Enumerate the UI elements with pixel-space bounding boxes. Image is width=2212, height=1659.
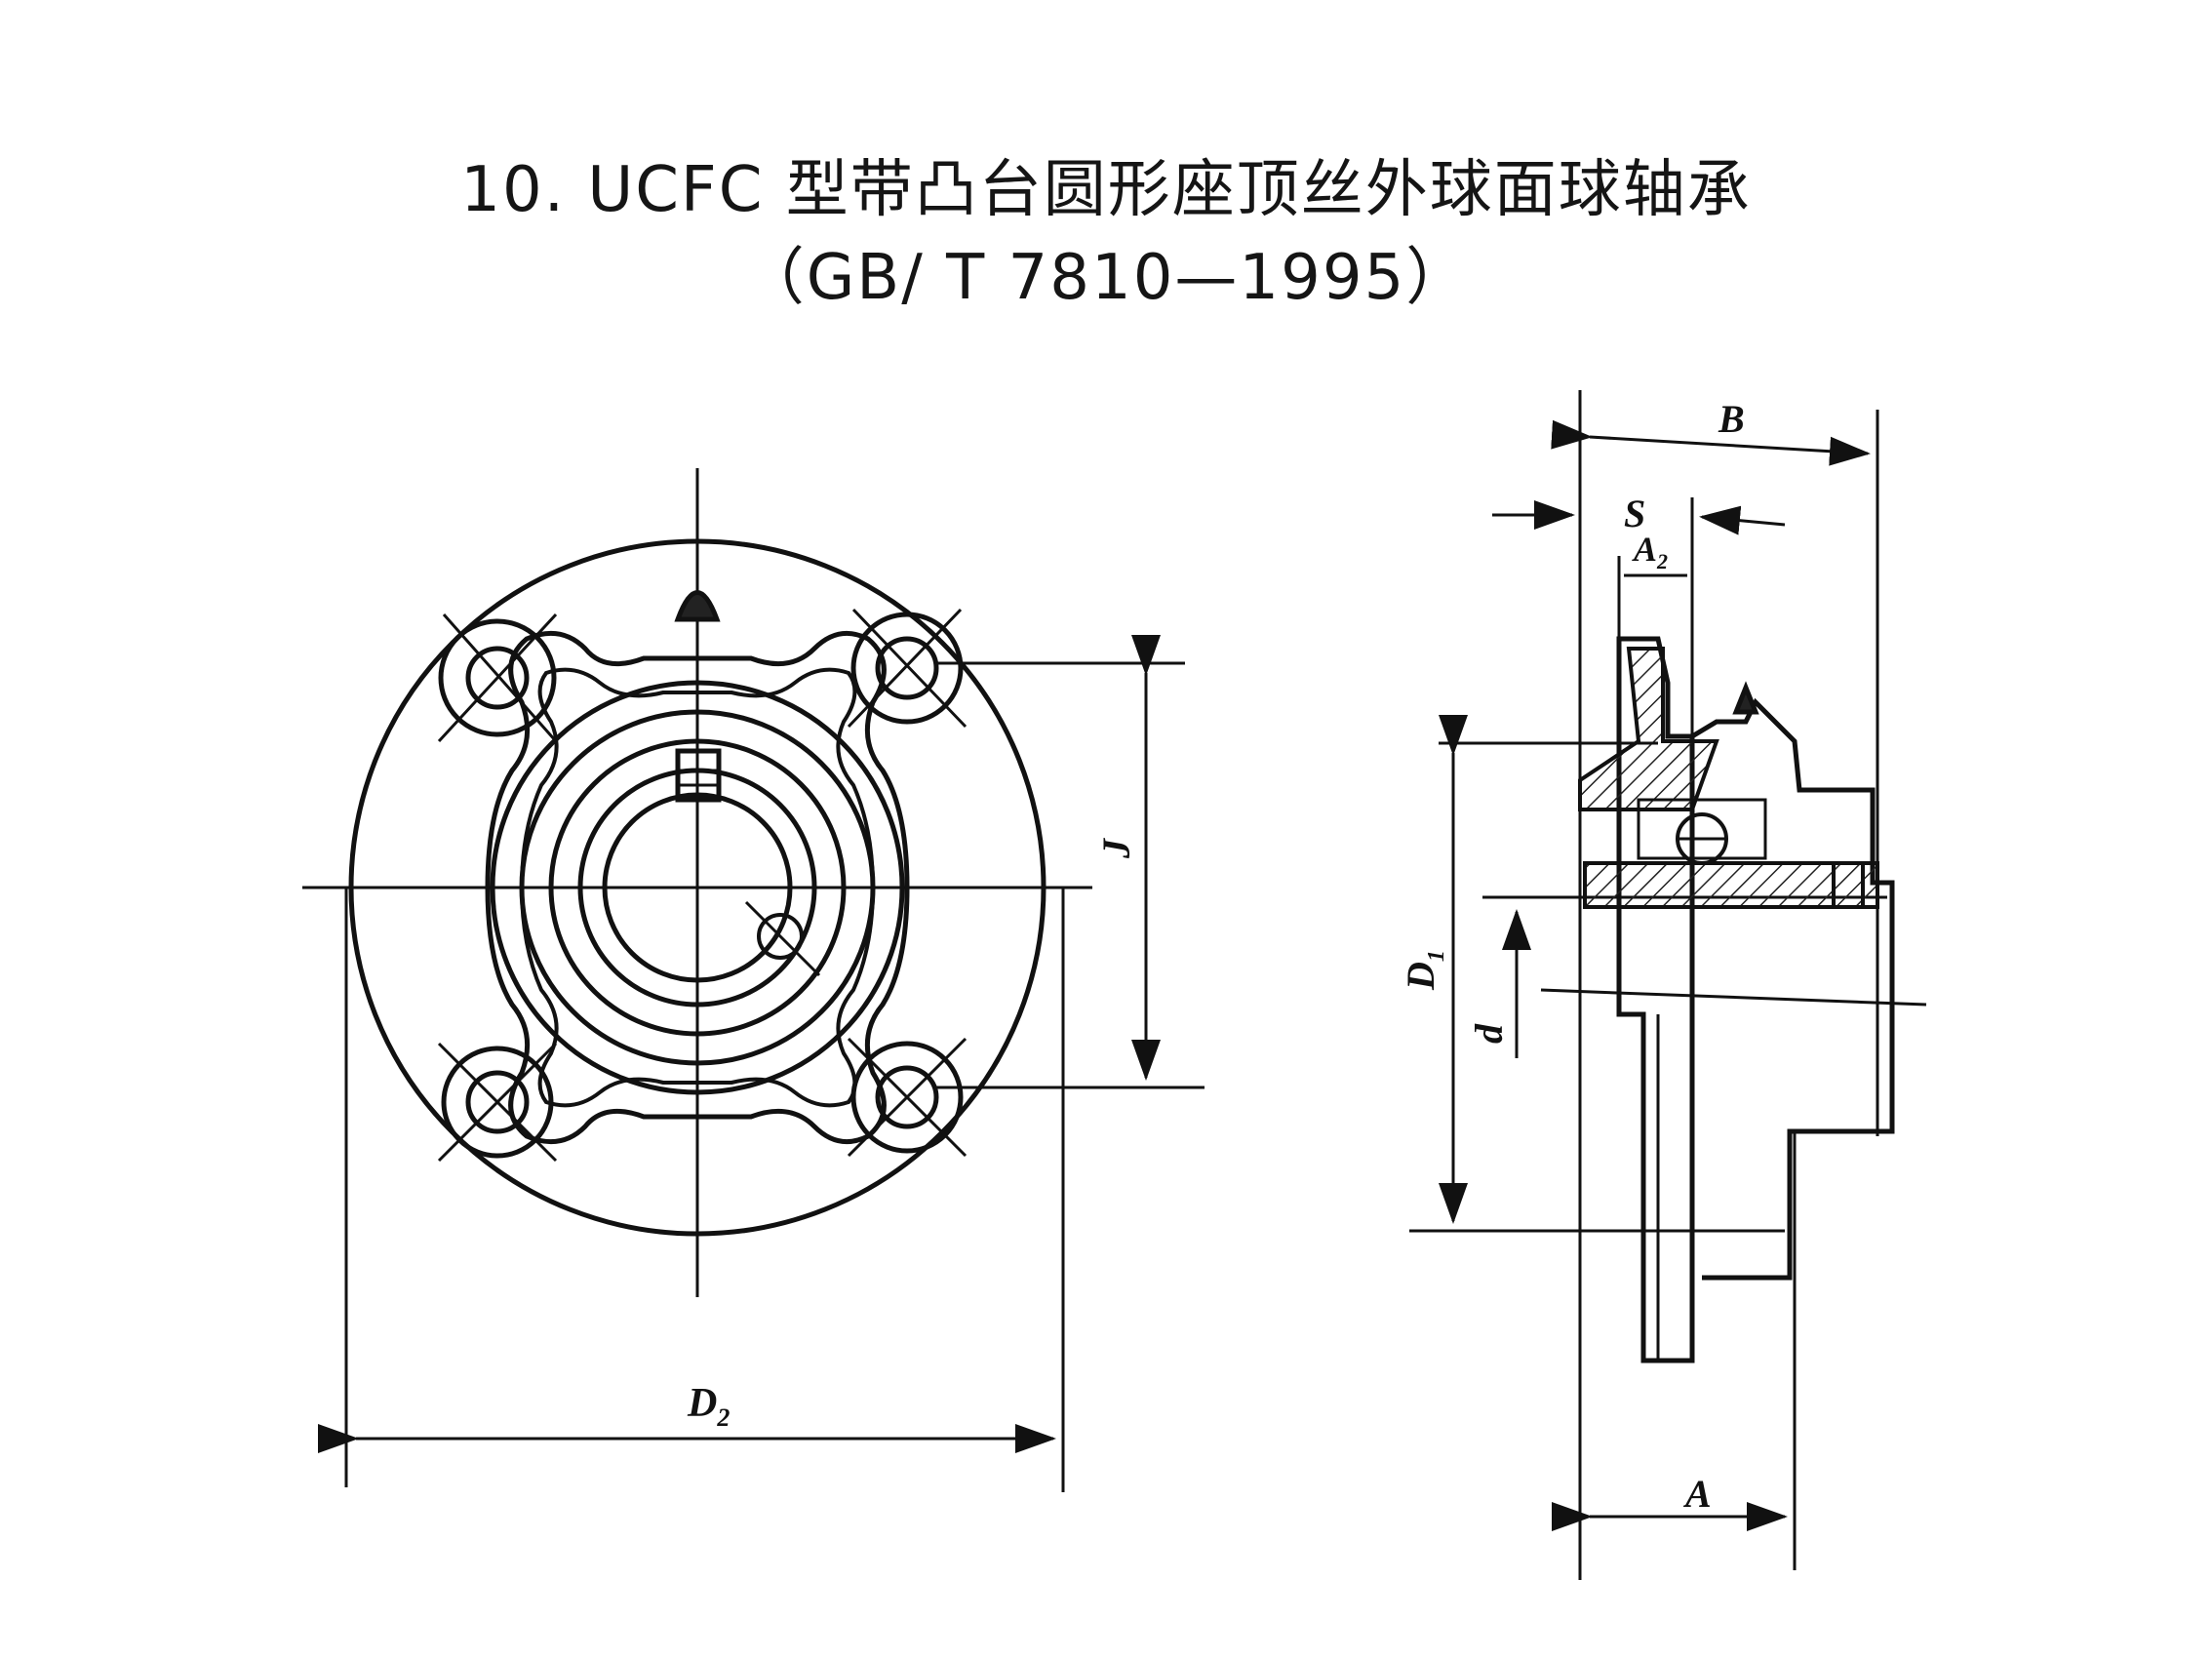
front-view <box>302 468 1205 1492</box>
bolt-hole-bottom-left <box>465 1070 530 1134</box>
bolt-lug-top-right <box>850 612 964 725</box>
bore-circle <box>602 792 793 983</box>
title-block: 10. UCFC 型带凸台圆形座顶丝外球面球轴承 （GB/ T 7810—199… <box>0 146 2212 322</box>
page-title: 10. UCFC 型带凸台圆形座顶丝外球面球轴承 <box>460 154 1752 226</box>
side-view <box>1409 390 1927 1580</box>
dimension-label-B: B <box>1718 397 1745 441</box>
standard-reference: （GB/ T 7810—1995） <box>741 242 1471 314</box>
boss-circle-1 <box>490 680 905 1095</box>
set-screw-top <box>675 748 722 803</box>
grease-nipple-side <box>1732 681 1759 715</box>
housing-outline <box>1690 697 1895 1281</box>
dimension-label-D2: D2 <box>687 1381 730 1432</box>
dimension-label-d: d <box>1467 1023 1511 1044</box>
bolt-hole-top-left <box>465 646 530 710</box>
dimension-label-A2: A2 <box>1632 530 1668 573</box>
grease-nipple <box>674 590 721 622</box>
bolt-lug-bottom-left <box>441 1046 554 1159</box>
bearing-races <box>1637 798 1767 860</box>
dimension-label-D1: D1 <box>1399 950 1449 991</box>
dimension-label-S: S <box>1624 492 1645 535</box>
dimension-label-J: J <box>1094 837 1138 859</box>
boss-circle-3 <box>548 738 847 1037</box>
flange-hatched-section <box>1578 647 1719 811</box>
set-screw-side <box>757 913 804 960</box>
bolt-hole-top-right <box>875 636 939 700</box>
set-screw-side-view <box>1832 861 1865 909</box>
bolt-hole-bottom-right <box>875 1065 939 1129</box>
bolt-lug-bottom-right <box>850 1041 964 1154</box>
inner-ring-hatched <box>1583 861 1879 909</box>
flange-outer-circle <box>348 538 1047 1237</box>
bolt-lug-top-left <box>438 618 557 737</box>
dimension-label-A: A <box>1682 1472 1712 1516</box>
boss-circle-2 <box>519 709 876 1066</box>
